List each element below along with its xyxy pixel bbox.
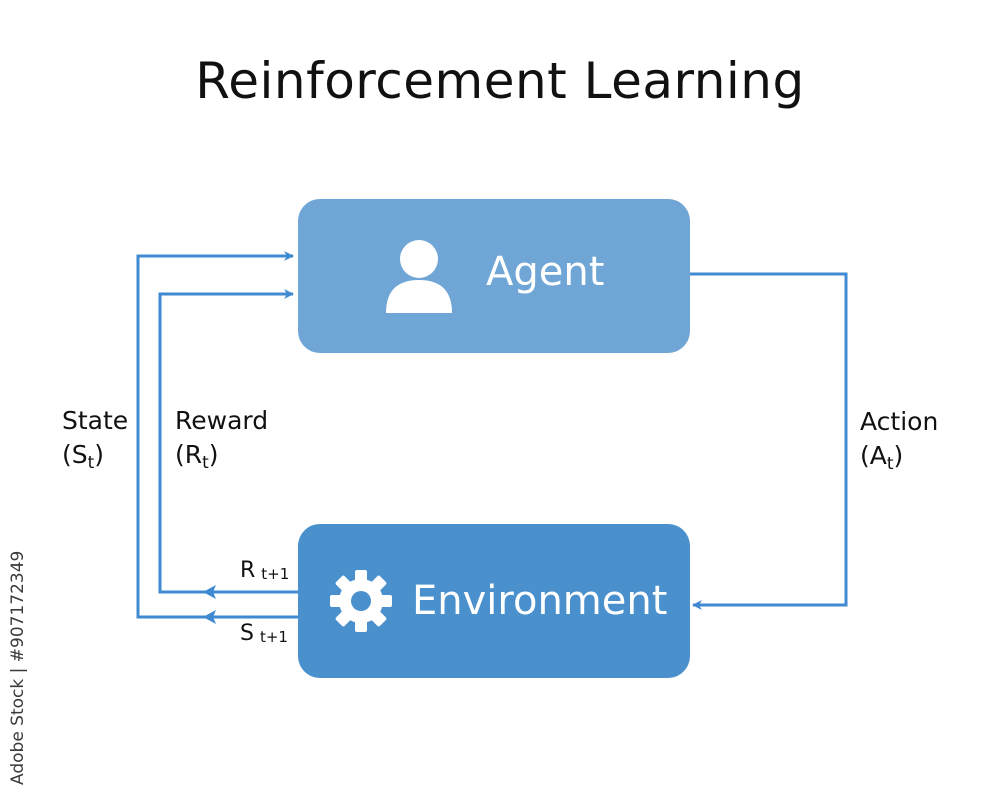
next-state-letter: S — [240, 621, 254, 646]
environment-label: Environment — [412, 578, 668, 624]
state-symbol: (St) — [62, 438, 128, 480]
reward-arrow — [158, 289, 298, 594]
action-symbol: (At) — [860, 439, 938, 481]
state-symbol-close: ) — [94, 440, 105, 469]
next-reward-arrowhead — [203, 585, 216, 599]
user-icon — [386, 240, 452, 313]
action-symbol-open: (A — [860, 441, 887, 470]
action-symbol-sub: t — [886, 454, 894, 474]
watermark: Adobe Stock | #907172349 — [8, 550, 28, 785]
state-symbol-sub: t — [87, 453, 95, 473]
state-label-text: State — [62, 406, 129, 435]
reward-label: Reward (Rt) — [175, 404, 268, 480]
reward-symbol: (Rt) — [175, 438, 268, 480]
gear-icon — [330, 570, 392, 632]
state-arrow — [136, 251, 298, 619]
agent-box — [298, 199, 690, 353]
reward-symbol-open: (R — [175, 440, 203, 469]
action-symbol-close: ) — [893, 441, 904, 470]
action-label: Action (At) — [860, 405, 938, 481]
environment-box — [298, 524, 690, 678]
action-label-text: Action — [860, 407, 939, 436]
state-symbol-open: (S — [62, 440, 88, 469]
state-label: State (St) — [62, 404, 128, 480]
reward-symbol-sub: t — [202, 453, 209, 473]
agent-label: Agent — [486, 249, 605, 295]
next-reward-letter: R — [240, 558, 256, 583]
next-reward-sub: t+1 — [261, 565, 290, 583]
reward-symbol-close: ) — [208, 440, 219, 469]
action-arrow — [690, 272, 848, 610]
diagram-title: Reinforcement Learning — [195, 52, 805, 110]
next-state-arrowhead — [203, 610, 216, 624]
next-state-sub: t+1 — [259, 628, 288, 646]
reward-label-text: Reward — [175, 406, 269, 435]
